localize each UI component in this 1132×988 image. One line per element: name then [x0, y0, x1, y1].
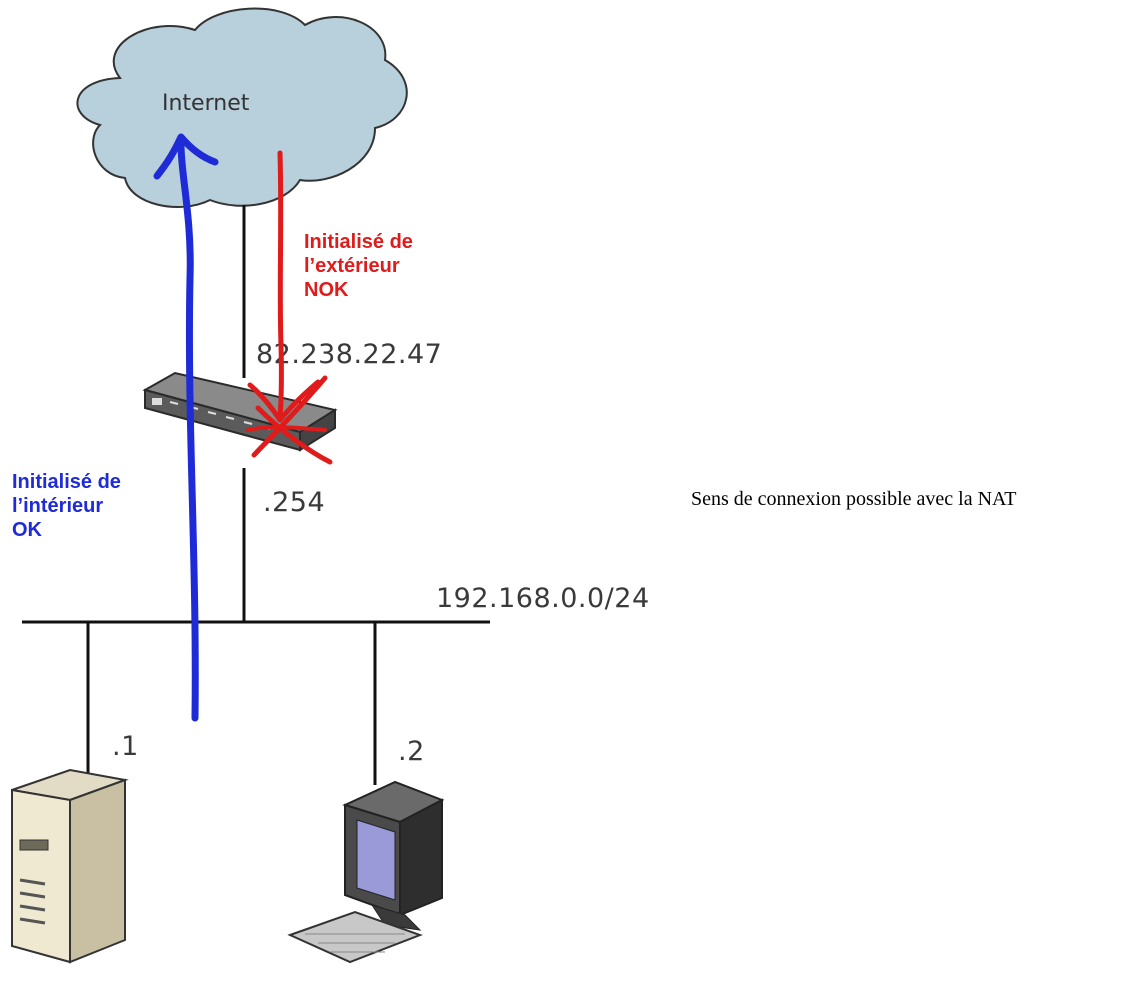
- inbound-label-line-1: Initialisé de: [304, 231, 413, 253]
- host-1-label: .1: [112, 731, 139, 762]
- diagram-caption: Sens de connexion possible avec la NAT: [691, 488, 1017, 510]
- outbound-label: Initialisé de l’intérieur OK: [12, 471, 121, 541]
- inbound-label: Initialisé de l’extérieur NOK: [304, 231, 413, 301]
- lan-network-label: 192.168.0.0/24: [436, 583, 650, 614]
- network-wires: [22, 205, 490, 785]
- router-icon: [142, 371, 338, 452]
- outbound-label-line-1: Initialisé de: [12, 471, 121, 493]
- cloud-icon: [76, 7, 408, 208]
- outbound-label-line-2: l’intérieur: [12, 495, 103, 517]
- outbound-label-line-3: OK: [12, 519, 43, 541]
- inbound-label-line-3: NOK: [304, 279, 349, 301]
- inbound-label-line-2: l’extérieur: [304, 255, 400, 277]
- server-icon: [11, 768, 129, 964]
- cloud-label: Internet: [162, 91, 250, 116]
- router-lan-ip: .254: [263, 487, 325, 518]
- outbound-arrow-icon: [153, 133, 219, 722]
- inbound-blocked-arrow-icon: [246, 150, 333, 465]
- router-wan-ip: 82.238.22.47: [256, 339, 442, 370]
- host-2-label: .2: [398, 736, 425, 767]
- workstation-icon: [287, 780, 445, 964]
